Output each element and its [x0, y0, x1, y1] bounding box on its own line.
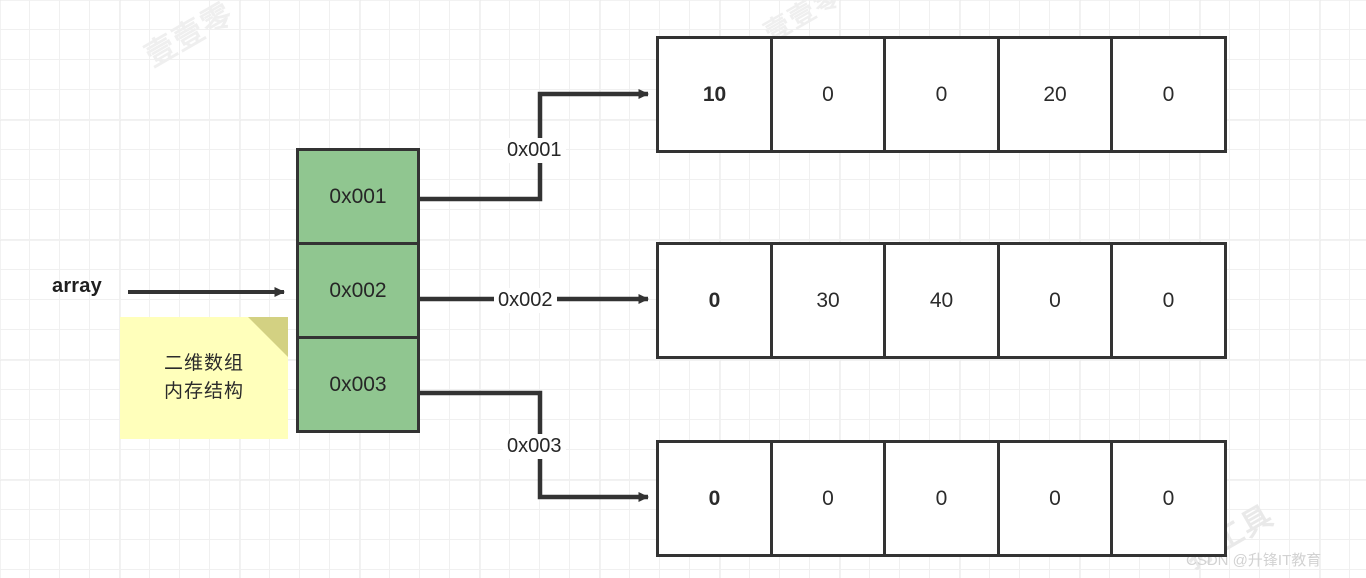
- sticky-note: 二维数组 内存结构: [120, 317, 288, 439]
- data-cell-0-4[interactable]: 0: [1110, 36, 1227, 153]
- connector-label-0x001: 0x001: [503, 138, 566, 163]
- data-cell-0-1[interactable]: 0: [769, 36, 887, 153]
- data-cell-1-4[interactable]: 0: [1110, 242, 1227, 359]
- pointer-cell-0[interactable]: 0x001: [296, 148, 420, 245]
- data-cell-0-2[interactable]: 0: [883, 36, 1000, 153]
- data-cell-1-2[interactable]: 40: [883, 242, 1000, 359]
- watermark-diagonal-top-left: 壹壹零: [139, 0, 240, 74]
- pointer-cell-2[interactable]: 0x003: [296, 336, 420, 433]
- data-row-0: 10 0 0 20 0: [656, 36, 1227, 153]
- data-cell-0-3[interactable]: 20: [996, 36, 1114, 153]
- data-cell-1-0[interactable]: 0: [656, 242, 773, 359]
- data-row-1: 0 30 40 0 0: [656, 242, 1227, 359]
- sticky-note-fold-icon: [248, 317, 288, 357]
- data-cell-2-1[interactable]: 0: [769, 440, 887, 557]
- connector-label-0x003: 0x003: [503, 434, 566, 459]
- pointer-column: 0x001 0x002 0x003: [296, 148, 420, 433]
- pointer-cell-1[interactable]: 0x002: [296, 242, 420, 339]
- data-row-2: 0 0 0 0 0: [656, 440, 1227, 557]
- data-cell-2-0[interactable]: 0: [656, 440, 773, 557]
- data-cell-2-2[interactable]: 0: [883, 440, 1000, 557]
- data-cell-2-3[interactable]: 0: [996, 440, 1114, 557]
- connector-label-0x002: 0x002: [494, 288, 557, 313]
- data-cell-0-0[interactable]: 10: [656, 36, 773, 153]
- data-cell-2-4[interactable]: 0: [1110, 440, 1227, 557]
- sticky-note-line-2: 内存结构: [163, 381, 244, 402]
- array-variable-label: array: [52, 275, 102, 297]
- data-cell-1-3[interactable]: 0: [996, 242, 1114, 359]
- data-cell-1-1[interactable]: 30: [769, 242, 887, 359]
- sticky-note-line-1: 二维数组: [163, 353, 244, 375]
